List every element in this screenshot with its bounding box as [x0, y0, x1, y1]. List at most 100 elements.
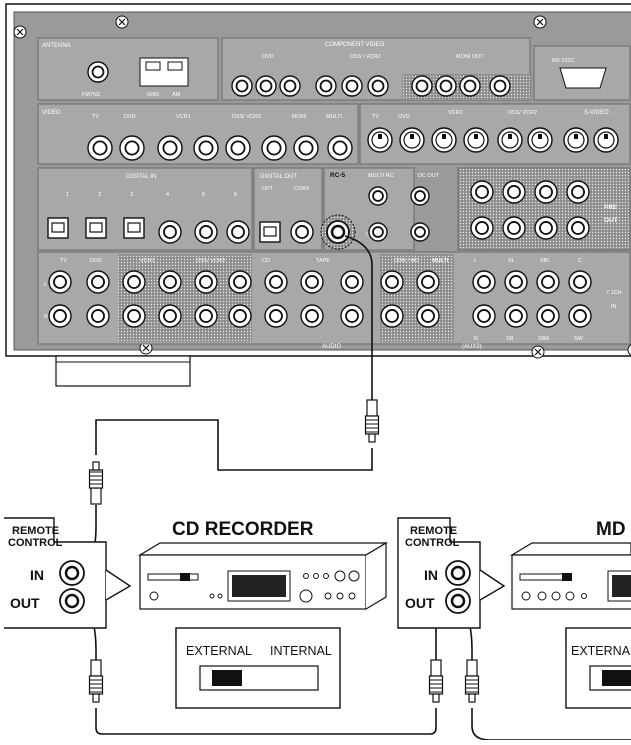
md-remote-in-jack[interactable] [445, 560, 471, 586]
svideo-dss-label: DSS/ VCR2 [508, 110, 537, 116]
am-terminal-clip [145, 61, 161, 71]
optical-in-jack [85, 217, 107, 239]
coax-label: COAX [294, 186, 310, 192]
md-out-label: OUT [405, 595, 435, 611]
cd-callout-arrow [105, 569, 132, 601]
audio-r-jack [340, 304, 364, 328]
cd-out-cable-plug [88, 659, 104, 703]
cd-remote-out-jack[interactable] [59, 588, 85, 614]
cv-dvd-label: DVD [262, 54, 274, 60]
audio-l-jack [48, 270, 72, 294]
7ch-in-jack [504, 304, 528, 328]
rca-plugs [88, 399, 480, 703]
pre-out-jack [470, 180, 494, 204]
receiver-jacks [47, 57, 619, 328]
ch-l-label: L [474, 258, 477, 264]
digital-in-section [37, 167, 253, 251]
screw [627, 344, 631, 356]
s-video-jack [367, 127, 393, 153]
video-dvd-label: DVD [124, 114, 136, 120]
md-remote-out-jack[interactable] [445, 588, 471, 614]
md-callout-arrow [479, 569, 506, 601]
s-video-jack [497, 127, 523, 153]
digin-6-label: 6 [234, 192, 237, 198]
md-in-label: IN [424, 567, 438, 583]
cd-recorder-device [137, 541, 389, 610]
pre-out-label: OUT [604, 217, 618, 224]
md-control-label: CONTROL [405, 537, 460, 549]
audio-r-jack [48, 304, 72, 328]
cd-out-label: OUT [10, 595, 40, 611]
cd-to-md-cable [95, 708, 437, 735]
svideo-tv-label: TV [372, 114, 379, 120]
audio-r-jack [380, 304, 404, 328]
pre-out-jack [470, 216, 494, 240]
audio-l-jack [228, 270, 252, 294]
screw [13, 25, 27, 39]
rc5-label: RC-5 [330, 172, 346, 179]
cd-recorder-title: CD RECORDER [172, 519, 314, 540]
audio-l-jack [380, 270, 404, 294]
rc5-jack[interactable] [320, 214, 356, 250]
cv-dss-vcr2-label: DSS / VCR2 [350, 54, 381, 60]
audio-vcr1-label: VCR1 [140, 258, 155, 264]
7ch-in-jack [568, 304, 592, 328]
cd-external-label: EXTERNAL [186, 644, 252, 658]
audio-l-jack [158, 270, 182, 294]
audio-r-jack [228, 304, 252, 328]
ch-sbr-label: SBR [538, 336, 549, 342]
multi-rc-label: MULTI RC [368, 173, 394, 179]
screw [533, 15, 547, 29]
7ch-in-jack [568, 270, 592, 294]
cd-remote-in-jack[interactable] [59, 560, 85, 586]
pre-out-jack [534, 180, 558, 204]
dc-out-jack [410, 222, 430, 242]
receiver-to-cd-cable [95, 419, 373, 471]
md-recorder-title: MD [596, 519, 626, 540]
md-in-cable-plug [428, 659, 444, 703]
audio-label: AUDIO [322, 344, 341, 350]
md-recorder-section: MD REMOTE CONTROL IN OUT [397, 517, 631, 709]
7ch-in-jack [536, 304, 560, 328]
rs232c-label: RS-232C [552, 58, 575, 64]
pre-out-jack [566, 216, 590, 240]
cv-moni-out-label: MONI OUT [456, 54, 484, 60]
coax-in-jack [194, 220, 218, 244]
audio-cd-label: CD [262, 258, 270, 264]
cd-control-label: CONTROL [8, 537, 63, 549]
am-label: AM [172, 92, 181, 98]
pre-out-jack [534, 216, 558, 240]
cd-in-cable-plug [88, 461, 104, 505]
cd-in-label: IN [30, 567, 44, 583]
ch-sl-label: SL [508, 258, 515, 264]
audio-r-jack [300, 304, 324, 328]
gnd-label: GND [147, 92, 159, 98]
receiver-rear-panel: ANTENNA FM75Ω GND AM COMPONENT VIDEO DVD… [5, 3, 631, 387]
audio-r-jack [86, 304, 110, 328]
component-jack [255, 75, 277, 97]
digital-in-label: DIGITAL IN [126, 174, 156, 180]
dc-out-label: DC OUT [418, 173, 440, 179]
audio-r-jack [416, 304, 440, 328]
audio-r-jack [122, 304, 146, 328]
md-external-internal-switch[interactable] [589, 665, 631, 691]
optical-in-jack [123, 217, 145, 239]
audio-r-jack [194, 304, 218, 328]
7ch-in-jack [472, 270, 496, 294]
pre-label: PRE [604, 204, 618, 211]
audio-r-jack [158, 304, 182, 328]
ch-sw-label: SW [574, 336, 584, 342]
video-tv-label: TV [92, 114, 99, 120]
audio-dvd-label: DVD [90, 258, 102, 264]
cd-external-internal-switch[interactable] [199, 665, 319, 691]
s-video-jack [563, 127, 589, 153]
ch-sr-label: SR [506, 336, 514, 342]
antenna-label: ANTENNA [42, 43, 71, 49]
digin-2-label: 2 [98, 192, 101, 198]
component-moni-jack [489, 75, 511, 97]
audio-tv-label: TV [60, 258, 67, 264]
audio-cdr-md-label: CDR / MD [394, 258, 419, 264]
digin-5-label: 5 [202, 192, 205, 198]
cd-recorder-section: CD RECORDER REMOTE CONTROL IN OUT [4, 517, 389, 709]
audio-l-jack [340, 270, 364, 294]
